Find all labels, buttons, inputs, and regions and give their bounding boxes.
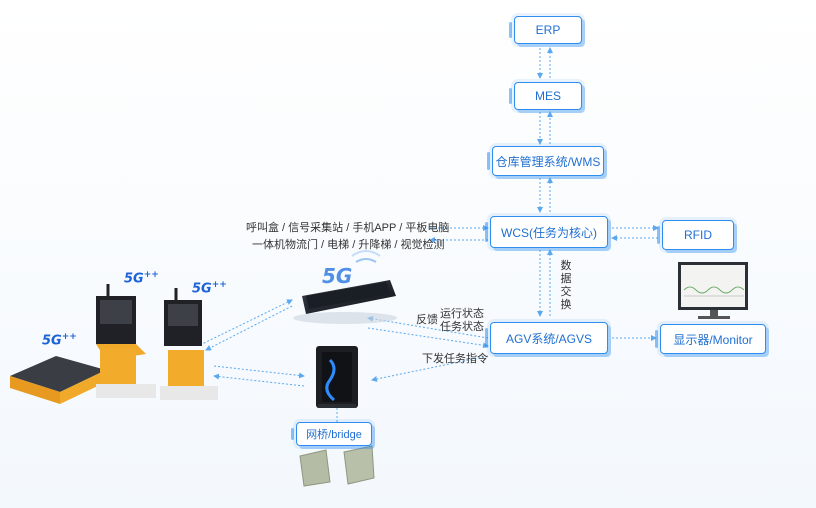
wms-node[interactable]: 仓库管理系统/WMS (487, 146, 604, 176)
monitor-node[interactable]: 显示器/Monitor (655, 324, 766, 354)
link-wms-wcs (537, 177, 553, 213)
link-agv-phone (199, 299, 293, 351)
mes-node[interactable]: MES (509, 82, 582, 110)
task-status-label: 任务状态 (440, 321, 484, 333)
link-agv-pc (213, 365, 305, 387)
monitor-illustration (678, 262, 748, 319)
devices-label-line2: 一体机物流门 / 电梯 / 升降梯 / 视觉检测 (252, 239, 445, 251)
agv-flat-robot (10, 356, 106, 404)
agv-forklift-robot-left (96, 284, 156, 398)
phone-5g-logo: 5G (322, 264, 353, 288)
erp-node[interactable]: ERP (509, 16, 582, 44)
bridge-label: 网桥/bridge (306, 429, 362, 441)
dispatch-label: 下发任务指令 (422, 353, 488, 365)
wcs-node[interactable]: WCS(任务为核心) (485, 216, 608, 248)
feedback-label: 反馈 (416, 314, 438, 326)
link-wcs-agvs (537, 249, 553, 317)
run-status-label: 运行状态 (440, 308, 484, 320)
agv-forklift-robot-right (160, 288, 218, 400)
monitor-label: 显示器/Monitor (673, 332, 753, 347)
devices-label-line1: 呼叫盒 / 信号采集站 / 手机APP / 平板电脑 (246, 222, 450, 234)
wms-label: 仓库管理系统/WMS (495, 154, 601, 169)
agvs-node[interactable]: AGV系统/AGVS (485, 322, 608, 354)
erp-label: ERP (535, 23, 561, 37)
antenna-panels-illustration (299, 445, 375, 487)
data-exchange-label: 数据交换 (560, 260, 572, 311)
link-wcs-rfid (611, 225, 659, 241)
smartphone-illustration (293, 250, 397, 324)
pc-tower-illustration (316, 346, 358, 408)
link-devices-wcs (429, 225, 489, 243)
mes-label: MES (534, 89, 561, 103)
link-mes-wms (537, 111, 553, 145)
bridge-node[interactable]: 网桥/bridge (291, 422, 372, 446)
wcs-label: WCS(任务为核心) (501, 225, 597, 240)
rfid-node[interactable]: RFID (657, 220, 734, 250)
fiveg-badge-1: 5G++ (124, 270, 159, 287)
fiveg-badge-2: 5G++ (192, 280, 227, 297)
link-erp-mes (537, 47, 553, 79)
agvs-label: AGV系统/AGVS (505, 331, 593, 346)
fiveg-badge-3: 5G++ (42, 332, 77, 349)
rfid-label: RFID (684, 228, 712, 242)
